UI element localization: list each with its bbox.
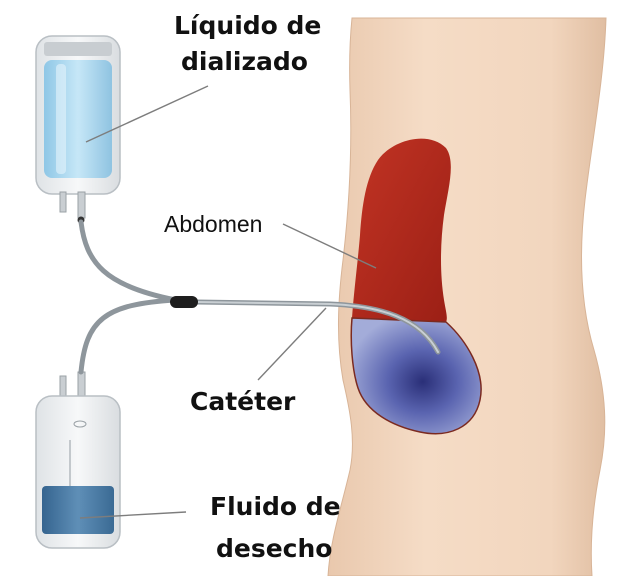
tube-connector — [170, 296, 198, 308]
dialysate-bag — [36, 36, 120, 224]
label-waste-line2: desecho — [216, 532, 332, 565]
label-catheter: Catéter — [190, 385, 295, 418]
waste-bag — [36, 372, 120, 548]
label-abdomen: Abdomen — [164, 210, 262, 238]
label-liquid-line2: dializado — [181, 45, 308, 78]
label-waste-line1: Fluido de — [210, 490, 341, 523]
label-liquid-line1: Líquido de — [174, 9, 321, 42]
